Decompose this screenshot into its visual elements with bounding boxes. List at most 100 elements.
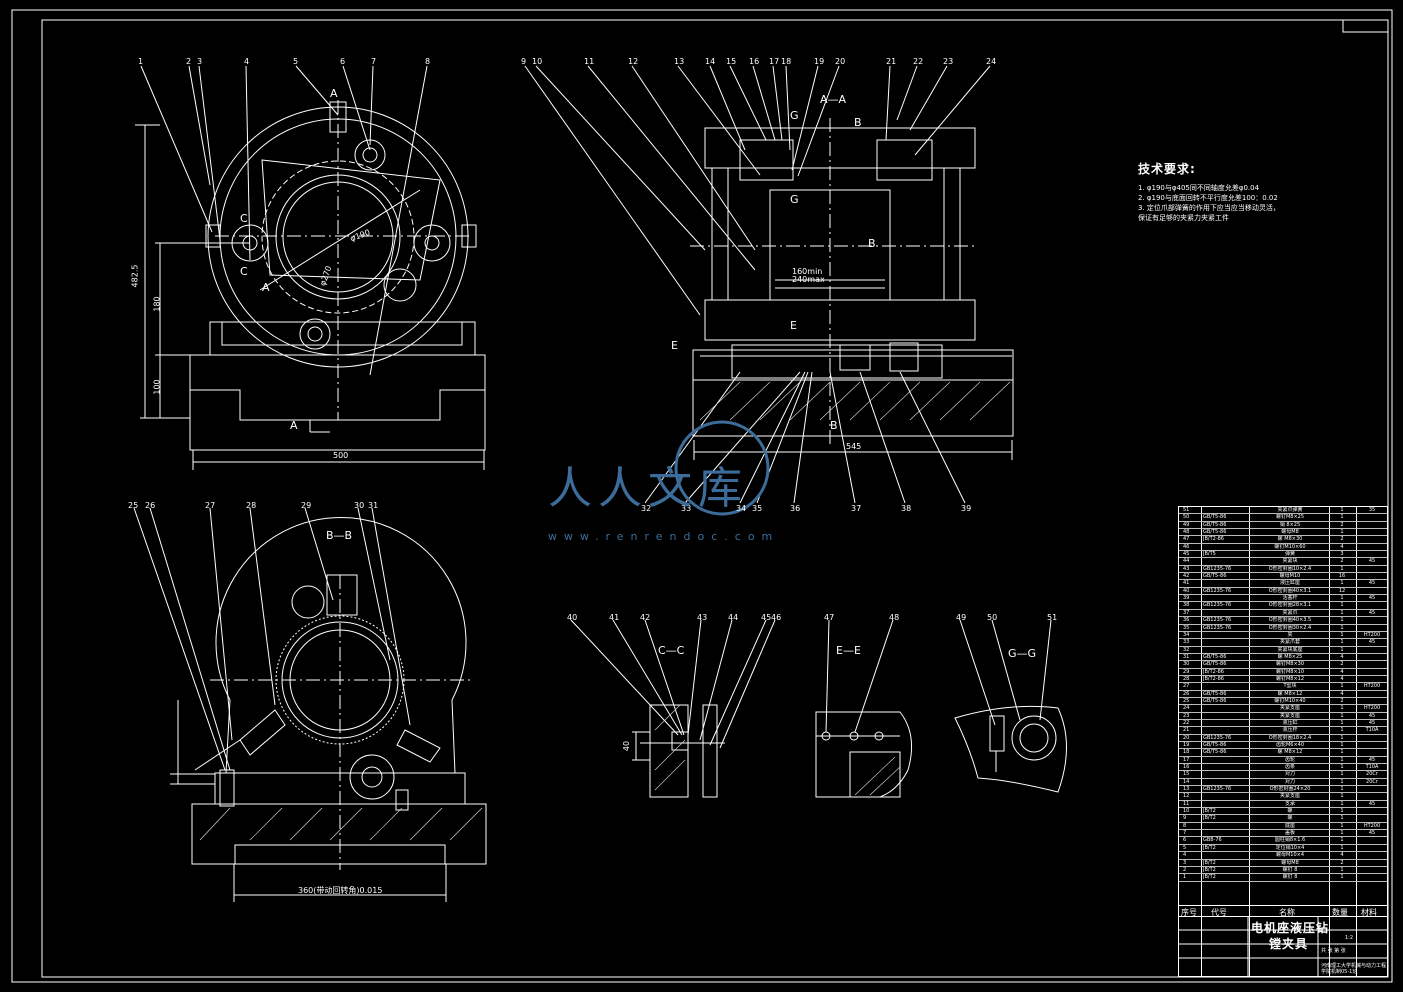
part-material: 45 <box>1368 830 1376 837</box>
part-index: 23 <box>1183 712 1190 719</box>
section-title-b-b: B—B <box>326 529 353 542</box>
part-index: 5 <box>1183 844 1187 851</box>
part-name: 螺钉M10×60 <box>1274 543 1306 550</box>
callout-37: 37 <box>851 504 862 513</box>
part-code: GB/T5-86 <box>1203 529 1227 536</box>
section-mark-b-mid: B <box>868 237 876 250</box>
part-qty: 2 <box>1340 697 1344 704</box>
part-index: 24 <box>1183 705 1190 712</box>
part-name: 夹紧支座 <box>1279 705 1300 712</box>
part-index: 32 <box>1183 646 1190 653</box>
part-name: 液压缸座 <box>1279 580 1300 587</box>
section-mark-g-bottom: G <box>790 193 799 206</box>
part-material: 45 <box>1368 719 1376 726</box>
part-index: 2 <box>1183 866 1187 873</box>
section-title-g-g: G—G <box>1008 647 1037 660</box>
section-mark-e-mid: E <box>790 319 797 332</box>
border-inner <box>41 19 1389 978</box>
section-title-e-e: E—E <box>836 644 861 657</box>
drawing-title-line-1: 电机座液压钻 <box>1251 921 1330 935</box>
part-qty: 1 <box>1340 727 1344 734</box>
header-name: 名称 <box>1279 908 1295 917</box>
part-index: 15 <box>1183 771 1190 778</box>
part-code: GB/T5-86 <box>1203 521 1227 528</box>
part-qty: 1 <box>1340 507 1344 513</box>
part-index: 26 <box>1183 690 1190 697</box>
part-name: 螺母M8 <box>1281 529 1299 536</box>
callout-15: 15 <box>726 57 737 66</box>
header-material: 材料 <box>1361 908 1377 917</box>
part-index: 14 <box>1183 778 1190 785</box>
callout-32: 32 <box>641 504 652 513</box>
part-name: 底座 <box>1284 822 1295 829</box>
part-name: 活塞杆 <box>1282 595 1298 602</box>
part-qty: 1 <box>1340 683 1344 690</box>
part-name: T型块 <box>1283 683 1297 690</box>
part-material: 45 <box>1368 595 1376 602</box>
part-index: 11 <box>1183 800 1190 807</box>
part-index: 35 <box>1183 624 1190 631</box>
part-material: 45 <box>1368 609 1376 616</box>
part-index: 34 <box>1183 631 1190 638</box>
part-name: O形密封圈10×2.4 <box>1268 565 1312 572</box>
part-qty: 1 <box>1340 778 1344 785</box>
corner-box <box>1342 19 1389 33</box>
callout-11: 11 <box>584 57 595 66</box>
callout-23: 23 <box>943 57 954 66</box>
part-material: HT200 <box>1363 822 1381 829</box>
callout-31: 31 <box>368 501 379 510</box>
technical-requirements: 技术要求: 1. φ190与φ405同不同轴度允差φ0.04 2. φ190与底… <box>1138 160 1378 223</box>
header-qty: 数量 <box>1332 908 1348 917</box>
part-code: JB/T2 <box>1203 815 1216 822</box>
part-qty: 1 <box>1340 742 1344 748</box>
part-index: 4 <box>1183 852 1187 859</box>
callout-28: 28 <box>246 501 257 510</box>
dim-stroke-min: 160min <box>792 267 823 276</box>
part-index: 36 <box>1183 617 1190 624</box>
part-name: 螺 M8×25 <box>1277 653 1303 660</box>
part-index: 6 <box>1183 837 1187 844</box>
part-qty: 2 <box>1340 661 1344 668</box>
section-mark-c-top: C <box>240 212 248 225</box>
callout-5: 5 <box>293 57 299 66</box>
dim-stroke-max: 240max <box>792 275 825 284</box>
callout-2: 2 <box>186 57 192 66</box>
part-qty: 2 <box>1340 558 1344 565</box>
part-code: GB1235-76 <box>1203 617 1232 624</box>
dim-detail-40: 40 <box>622 740 632 752</box>
part-index: 39 <box>1183 595 1190 602</box>
callout-16: 16 <box>749 57 760 66</box>
callout-17: 17 <box>769 57 780 66</box>
callout-46: 46 <box>771 613 782 622</box>
section-title-a-a: A—A <box>820 93 847 106</box>
callout-12: 12 <box>628 57 639 66</box>
part-index: 48 <box>1183 529 1190 536</box>
callout-13: 13 <box>674 57 685 66</box>
part-index: 37 <box>1183 609 1190 616</box>
callout-25: 25 <box>128 501 139 510</box>
part-index: 3 <box>1183 859 1187 866</box>
part-index: 7 <box>1183 830 1187 837</box>
part-qty: 2 <box>1340 859 1344 866</box>
callout-42: 42 <box>640 613 651 622</box>
part-code: GB/T5-86 <box>1203 514 1227 521</box>
callout-20: 20 <box>835 57 846 66</box>
callout-26: 26 <box>145 501 156 510</box>
part-code: GB/T5-86 <box>1203 573 1227 580</box>
callout-51: 51 <box>1047 613 1058 622</box>
part-qty: 1 <box>1340 815 1344 822</box>
part-qty: 1 <box>1340 800 1344 807</box>
part-qty: 1 <box>1340 624 1344 631</box>
part-index: 45 <box>1183 551 1190 558</box>
section-mark-b-top: B <box>854 116 862 129</box>
